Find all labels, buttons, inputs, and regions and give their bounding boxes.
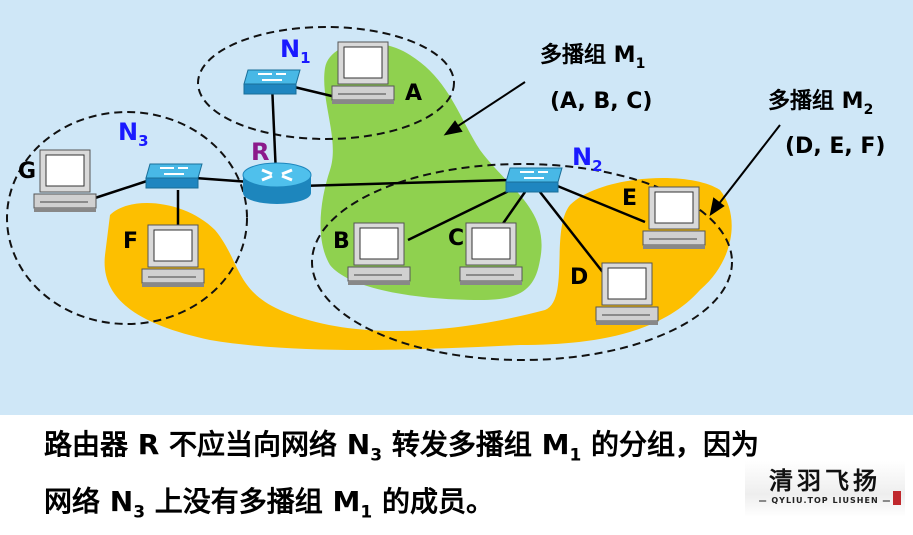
label-e: E [622,186,637,211]
group1-name: 多播组 M1 [540,42,645,72]
host-d-icon [596,263,658,325]
label-n1: N1 [280,35,311,67]
label-c: C [448,226,464,251]
host-a-icon [332,42,394,104]
diagram-canvas: N1 N3 N2 R A G F B C D E 多播组 M1 (A, B, C… [0,0,913,415]
logo-subtitle: — QYLIU.TOP LIUSHEN — [745,496,905,505]
label-b: B [333,229,350,254]
label-f: F [123,229,138,254]
label-n2: N2 [572,143,603,175]
host-c-icon [460,223,522,285]
group2-name: 多播组 M2 [768,88,873,118]
switch-n2-icon [506,168,562,192]
host-e-icon [643,187,705,249]
logo-title: 清羽飞扬 [745,461,905,496]
label-a: A [405,81,422,106]
seal-icon [893,491,901,505]
multicast-diagram: N1 N3 N2 R A G F B C D E 多播组 M1 (A, B, C… [0,0,913,415]
label-router: R [251,138,269,166]
watermark-logo: 清羽飞扬 — QYLIU.TOP LIUSHEN — [745,461,905,517]
host-f-icon [142,225,204,287]
label-d: D [570,265,588,290]
switch-n3-icon [146,164,202,188]
host-b-icon [348,223,410,285]
switch-n1-icon [244,70,300,94]
label-g: G [18,159,36,184]
host-g-icon [34,150,96,212]
router-icon [243,163,311,204]
group1-members: (A, B, C) [550,89,653,114]
group2-members: (D, E, F) [785,134,885,159]
label-n3: N3 [118,118,149,150]
